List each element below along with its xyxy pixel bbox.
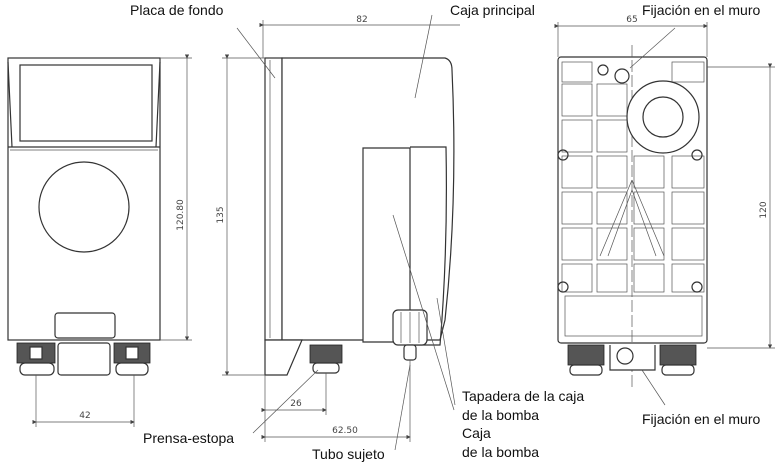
label-pump-case-cover-1: Tapadera de la caja [462,388,584,404]
pump-head-circle [38,161,130,253]
label-cable-gland: Prensa-estopa [143,430,234,446]
tube-holder [392,309,428,361]
wall-fixing-hole-top [614,68,630,84]
back-gland-right [659,344,697,376]
label-pump-case-cover-2: de la bomba [462,407,539,423]
leader-lines [236,14,676,451]
cable-gland-right [113,342,151,376]
dimension-42: 42 [79,411,90,421]
dimension-135: 135 [216,206,226,223]
cable-gland-left [16,342,56,376]
pump-mount-ring [626,80,700,154]
pump-case-cover [410,146,447,346]
back-plate [264,57,283,341]
display-window [19,64,153,142]
dimension-120-80: 120.80 [176,199,186,231]
dimension-65: 65 [626,15,637,25]
label-back-plate: Placa de fondo [130,2,224,18]
back-view: 65 120 [554,15,775,390]
dimension-62-50: 62.50 [332,426,358,436]
label-tube-holder: Tubo sujeto [312,446,385,462]
mounting-bracket [264,339,303,376]
label-wall-fixing-top: Fijación en el muro [642,2,760,18]
label-pump-case-2: de la bomba [462,444,539,460]
front-view: 120.80 42 [7,54,192,427]
back-gland-left [567,344,605,376]
dimension-120: 120 [759,201,769,218]
connector-block [57,342,111,376]
rib-grid [561,45,705,390]
side-view: 82 135 26 62.50 [216,15,460,442]
label-pump-case-1: Caja [462,425,491,441]
wall-fixing-hole-bottom [616,347,634,365]
dimension-26: 26 [290,399,302,409]
screw-holes [557,64,703,293]
label-main-case: Caja principal [450,2,535,18]
dimension-82: 82 [356,15,367,25]
front-housing [7,57,161,341]
side-cable-gland [309,344,343,374]
label-plate [54,312,116,339]
label-wall-fixing-bottom: Fijación en el muro [642,411,760,427]
